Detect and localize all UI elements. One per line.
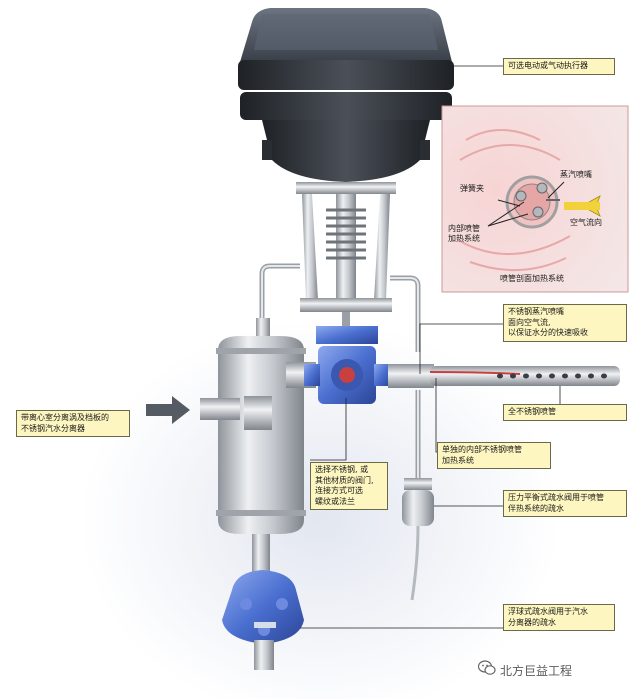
inset-caption: 喷管剖面加热系统 — [500, 274, 564, 283]
watermark: 北方巨益工程 — [500, 664, 573, 678]
callout-stainless-tube: 全不锈钢喷管 — [503, 404, 627, 421]
separator-inlet-arrow — [146, 396, 190, 424]
inset-label-steam-nozzle: 蒸汽喷嘴 — [560, 170, 592, 179]
pressure-balanced-trap — [402, 478, 434, 601]
nozzle-hole — [575, 373, 581, 379]
inset-label-internal-tube: 内部喷管 加热系统 — [448, 224, 480, 243]
nozzle-section-inset — [441, 105, 629, 293]
callout-valve: 选择不锈钢, 或 其他材质的阀门, 连接方式可选 螺纹或法兰 — [310, 462, 388, 510]
steam-separator — [200, 318, 316, 574]
callout-internal-heating: 单独的内部不锈钢喷管 加热系统 — [437, 442, 551, 469]
callout-float-trap: 浮球式疏水阀用于汽水 分离器的疏水 — [503, 604, 615, 631]
inset-label-air-flow: 空气流向 — [570, 218, 602, 227]
wechat-icon — [478, 660, 496, 675]
nozzle-hole — [510, 373, 516, 379]
callout-actuator: 可选电动或气动执行器 — [503, 58, 615, 75]
control-valve-body — [304, 326, 390, 404]
dispersion-tube — [388, 364, 620, 388]
nozzle-hole — [562, 373, 568, 379]
callout-pressure-trap: 压力平衡式疏水阀用于喷管 伴热系统的疏水 — [503, 490, 627, 517]
nozzle-hole — [601, 373, 607, 379]
nozzle-hole — [588, 373, 594, 379]
nozzle-hole — [549, 373, 555, 379]
callout-steam-nozzle: 不锈钢蒸汽喷嘴 面向空气流, 以保证水分的快速吸收 — [503, 304, 627, 342]
actuator — [238, 8, 454, 182]
nozzle-hole — [536, 373, 542, 379]
float-trap — [222, 570, 304, 670]
callout-separator: 带离心室分离涡及档板的 不锈钢汽水分离器 — [16, 410, 130, 437]
inset-label-spring-clip: 弹簧夹 — [460, 184, 484, 193]
nozzle-hole — [497, 373, 503, 379]
nozzle-hole — [523, 373, 529, 379]
valve-yoke — [296, 182, 396, 312]
nozzle-holes — [497, 373, 607, 379]
